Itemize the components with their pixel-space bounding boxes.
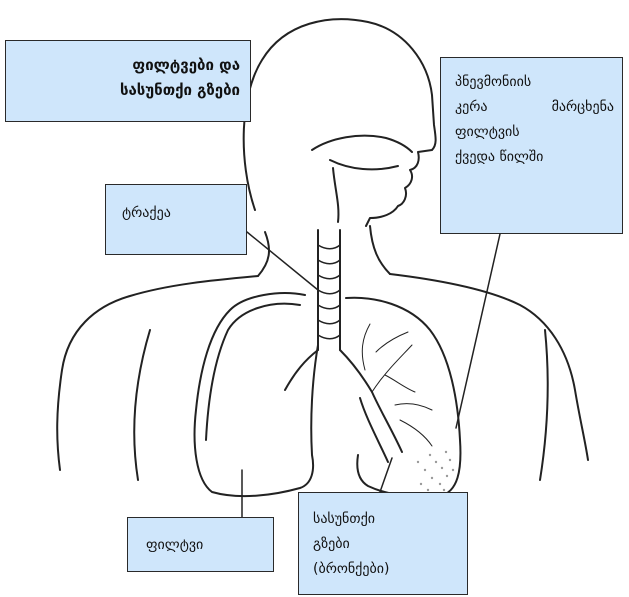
trachea-rings — [318, 245, 340, 339]
infection-shading — [417, 451, 454, 495]
title-box: ფილტვები და სასუნთქი გზები — [5, 40, 251, 122]
bronchi-line-2: გზები — [313, 532, 467, 557]
trachea-label-box: ტრაქეა — [105, 184, 247, 255]
neck-left — [258, 232, 269, 276]
bronchus-left — [285, 350, 372, 392]
pneumonia-line-2: კერა მარცხენა — [455, 95, 614, 120]
bronchus-right — [360, 392, 402, 462]
pneumonia-line-1: პნევმონიის — [455, 70, 614, 95]
bronchi-line-1: სასუნთქი — [313, 507, 467, 532]
torso-outline — [57, 276, 258, 470]
left-arm-line — [134, 330, 150, 480]
trachea-leader — [247, 232, 318, 290]
lungs-label: ფილტვი — [146, 537, 273, 553]
nasal-cavity — [312, 136, 412, 152]
bronchi-leader — [380, 458, 392, 492]
neck-right — [370, 226, 390, 274]
lung-right — [346, 298, 460, 498]
pneumonia-line-4: ქვედა წილში — [455, 145, 614, 170]
pneumonia-label-box: პნევმონიის კერა მარცხენა ფილტვის ქვედა წ… — [440, 57, 623, 234]
title-line-2: სასუნთქი გზები — [16, 78, 240, 103]
pneumonia-line-3: ფილტვის — [455, 120, 614, 145]
pneumonia-leader — [456, 234, 500, 428]
head-outline — [244, 19, 436, 226]
lung-left — [195, 293, 318, 496]
right-arm-line — [540, 330, 548, 480]
bronchi-line-3: (ბრონქები) — [313, 557, 467, 582]
oral-cavity — [330, 160, 398, 169]
lungs-label-box: ფილტვი — [127, 517, 274, 572]
bronchi-label-box: სასუნთქი გზები (ბრონქები) — [298, 492, 468, 595]
title-line-1: ფილტვები და — [16, 53, 240, 78]
tongue — [333, 168, 338, 222]
trachea-label: ტრაქეა — [122, 205, 246, 221]
